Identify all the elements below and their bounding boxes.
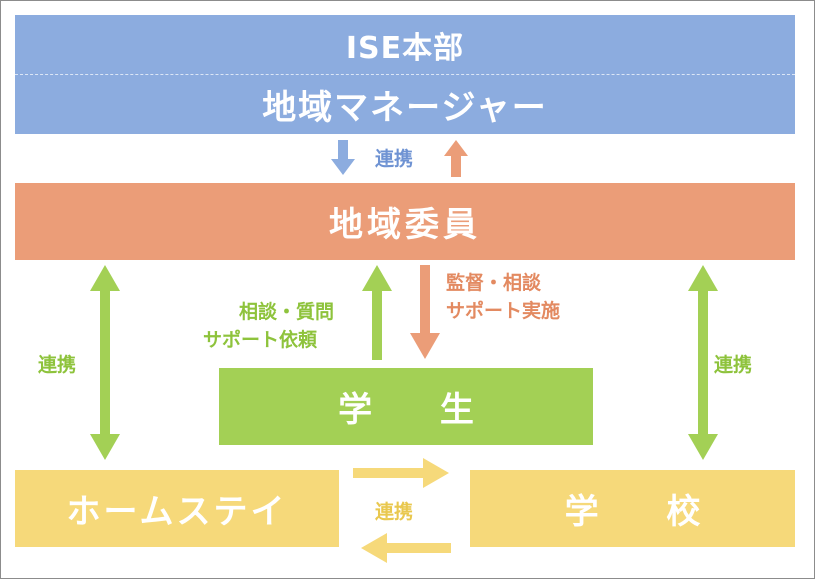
hq-title: ISE本部 (15, 15, 795, 75)
consultation-label-line2: サポート依頼 (203, 329, 318, 351)
hq-down-arrow (331, 140, 355, 175)
committee-up-arrow (444, 140, 468, 177)
supervision-label-line2: サポート実施 (446, 300, 561, 322)
committee-down-arrow (410, 265, 440, 359)
consultation-label-line1: 相談・質問 (239, 301, 335, 323)
left-double-arrow (90, 265, 120, 460)
homestay-to-school-arrow (353, 458, 449, 488)
hq-box: ISE本部 地域マネージャー (15, 15, 795, 134)
regional-manager-title: 地域マネージャー (262, 88, 548, 128)
school-box: 学 校 (470, 470, 795, 547)
student-box: 学 生 (219, 368, 593, 445)
bottom-link-label: 連携 (375, 501, 414, 523)
hq-committee-link-label: 連携 (375, 148, 414, 170)
homestay-box: ホームステイ (15, 470, 339, 547)
right-link-label: 連携 (714, 354, 753, 376)
left-link-label: 連携 (38, 354, 77, 376)
student-up-arrow (362, 265, 392, 360)
supervision-label-line1: 監督・相談 (446, 272, 542, 294)
right-double-arrow (688, 265, 718, 460)
school-to-homestay-arrow (361, 533, 451, 563)
regional-committee-box: 地域委員 (15, 183, 795, 260)
